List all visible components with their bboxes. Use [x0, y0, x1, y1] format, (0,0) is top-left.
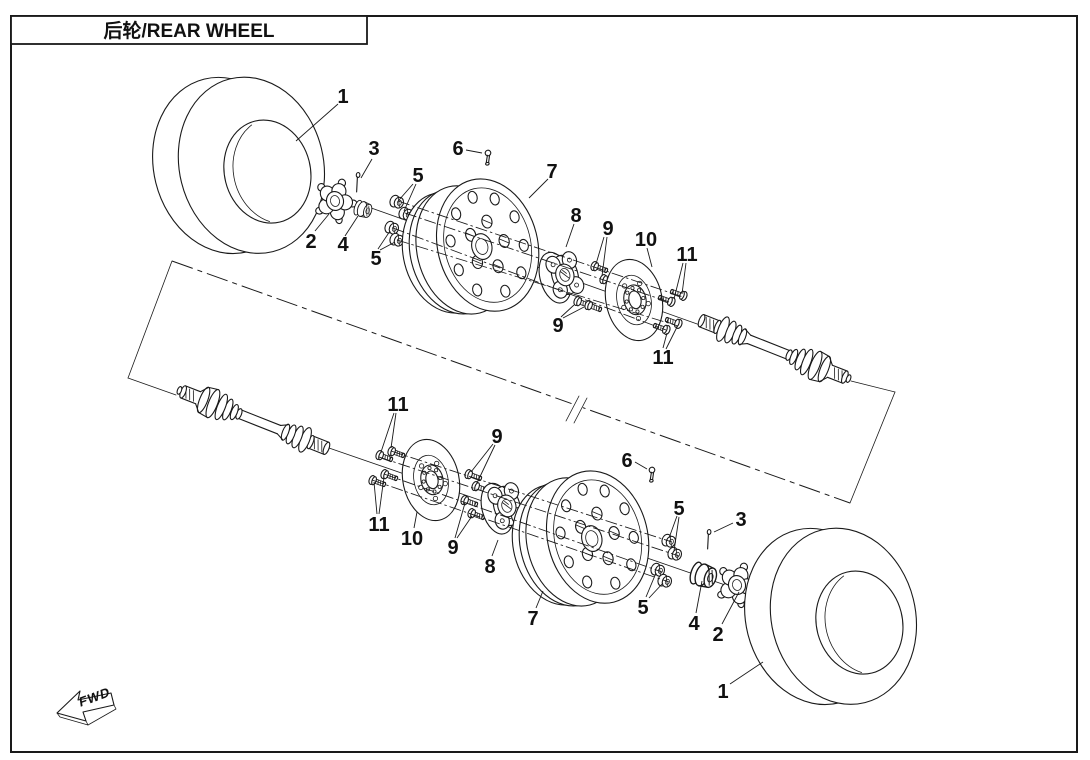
- callout-leader: [648, 582, 664, 599]
- callout-leader: [465, 149, 483, 154]
- callout-part-11[interactable]: 11: [652, 347, 673, 369]
- callout-leader: [695, 580, 703, 614]
- title-box: [10, 15, 368, 45]
- callout-part-5[interactable]: 5: [637, 597, 648, 619]
- callout-part-1[interactable]: 1: [337, 86, 348, 108]
- callout-leader: [344, 215, 359, 237]
- callout-leader: [729, 661, 764, 685]
- callout-leader: [646, 247, 653, 268]
- callout-part-6[interactable]: 6: [452, 138, 463, 160]
- callout-part-8[interactable]: 8: [570, 205, 581, 227]
- callout-leader: [681, 262, 687, 295]
- fwd-arrow: FWD: [56, 684, 117, 726]
- callout-part-10[interactable]: 10: [635, 229, 657, 251]
- callout-part-5[interactable]: 5: [412, 165, 423, 187]
- callout-leader: [373, 481, 378, 515]
- cv-axle-lower: [171, 375, 335, 464]
- valve-stem-upper: [482, 149, 494, 166]
- callout-leader: [601, 236, 608, 277]
- callout-leader: [535, 590, 544, 609]
- callout-part-9[interactable]: 9: [491, 426, 502, 448]
- cv-axle-upper: [693, 305, 857, 394]
- callout-leader: [560, 304, 575, 318]
- valve-stem-lower: [646, 466, 658, 483]
- callout-part-11[interactable]: 11: [368, 514, 389, 536]
- callout-leader: [645, 572, 657, 598]
- callout-leader: [295, 103, 339, 142]
- callout-leader: [379, 241, 396, 251]
- callout-leader: [378, 476, 385, 515]
- callout-leader: [390, 412, 397, 449]
- callout-part-5[interactable]: 5: [370, 248, 381, 270]
- callout-leader: [662, 332, 668, 349]
- callout-part-11[interactable]: 11: [387, 394, 408, 416]
- callout-leader: [454, 502, 466, 539]
- cotter-pin-upper: [353, 171, 361, 193]
- wheel-stud: [589, 260, 610, 276]
- callout-part-2[interactable]: 2: [305, 231, 316, 253]
- callout-part-7[interactable]: 7: [546, 161, 557, 183]
- callout-leader: [721, 591, 740, 625]
- callout-leader: [528, 178, 549, 199]
- brake-disc-lower: [394, 433, 468, 527]
- callout-part-11[interactable]: 11: [676, 244, 697, 266]
- callout-leader: [314, 213, 330, 232]
- stud-centerlines: [371, 200, 684, 583]
- callout-leader: [380, 412, 395, 453]
- callout-part-6[interactable]: 6: [621, 450, 632, 472]
- callout-part-9[interactable]: 9: [552, 315, 563, 337]
- callout-part-1[interactable]: 1: [717, 681, 728, 703]
- callout-leader: [668, 515, 678, 539]
- callout-part-8[interactable]: 8: [484, 556, 495, 578]
- callout-part-7[interactable]: 7: [527, 608, 538, 630]
- callout-leader: [673, 262, 684, 300]
- callout-part-9[interactable]: 9: [602, 218, 613, 240]
- callout-part-3[interactable]: 3: [735, 509, 746, 531]
- callout-leader: [398, 183, 414, 201]
- cotter-pin-lower: [704, 528, 712, 550]
- callout-leader: [470, 443, 494, 473]
- callout-leader: [713, 522, 734, 533]
- callout-leader: [562, 306, 585, 319]
- callout-leader: [413, 511, 418, 529]
- phantom-outline: [127, 260, 896, 504]
- callout-leader: [377, 230, 391, 250]
- callout-leader: [476, 444, 496, 484]
- callout-part-10[interactable]: 10: [401, 528, 423, 550]
- wheel-rim-upper: [388, 167, 553, 332]
- callout-leader: [595, 236, 605, 265]
- callout-part-5[interactable]: 5: [673, 498, 684, 520]
- castle-nut-lower: [687, 560, 720, 591]
- callout-leader: [491, 539, 499, 557]
- callout-leader: [456, 515, 473, 539]
- callout-part-4[interactable]: 4: [337, 234, 349, 256]
- callout-part-4[interactable]: 4: [688, 613, 700, 635]
- page-title: 后轮/REAR WHEEL: [103, 19, 274, 42]
- callout-part-3[interactable]: 3: [368, 138, 379, 160]
- callout-leader: [673, 516, 680, 552]
- callout-part-9[interactable]: 9: [447, 537, 458, 559]
- callout-leader: [360, 158, 373, 179]
- callout-part-2[interactable]: 2: [712, 624, 723, 646]
- callout-leader: [665, 326, 678, 350]
- callout-leader: [565, 223, 575, 248]
- tire-lower: [725, 506, 936, 727]
- callout-leader: [403, 183, 417, 212]
- callout-leader: [634, 461, 648, 470]
- page-border: [10, 15, 1078, 753]
